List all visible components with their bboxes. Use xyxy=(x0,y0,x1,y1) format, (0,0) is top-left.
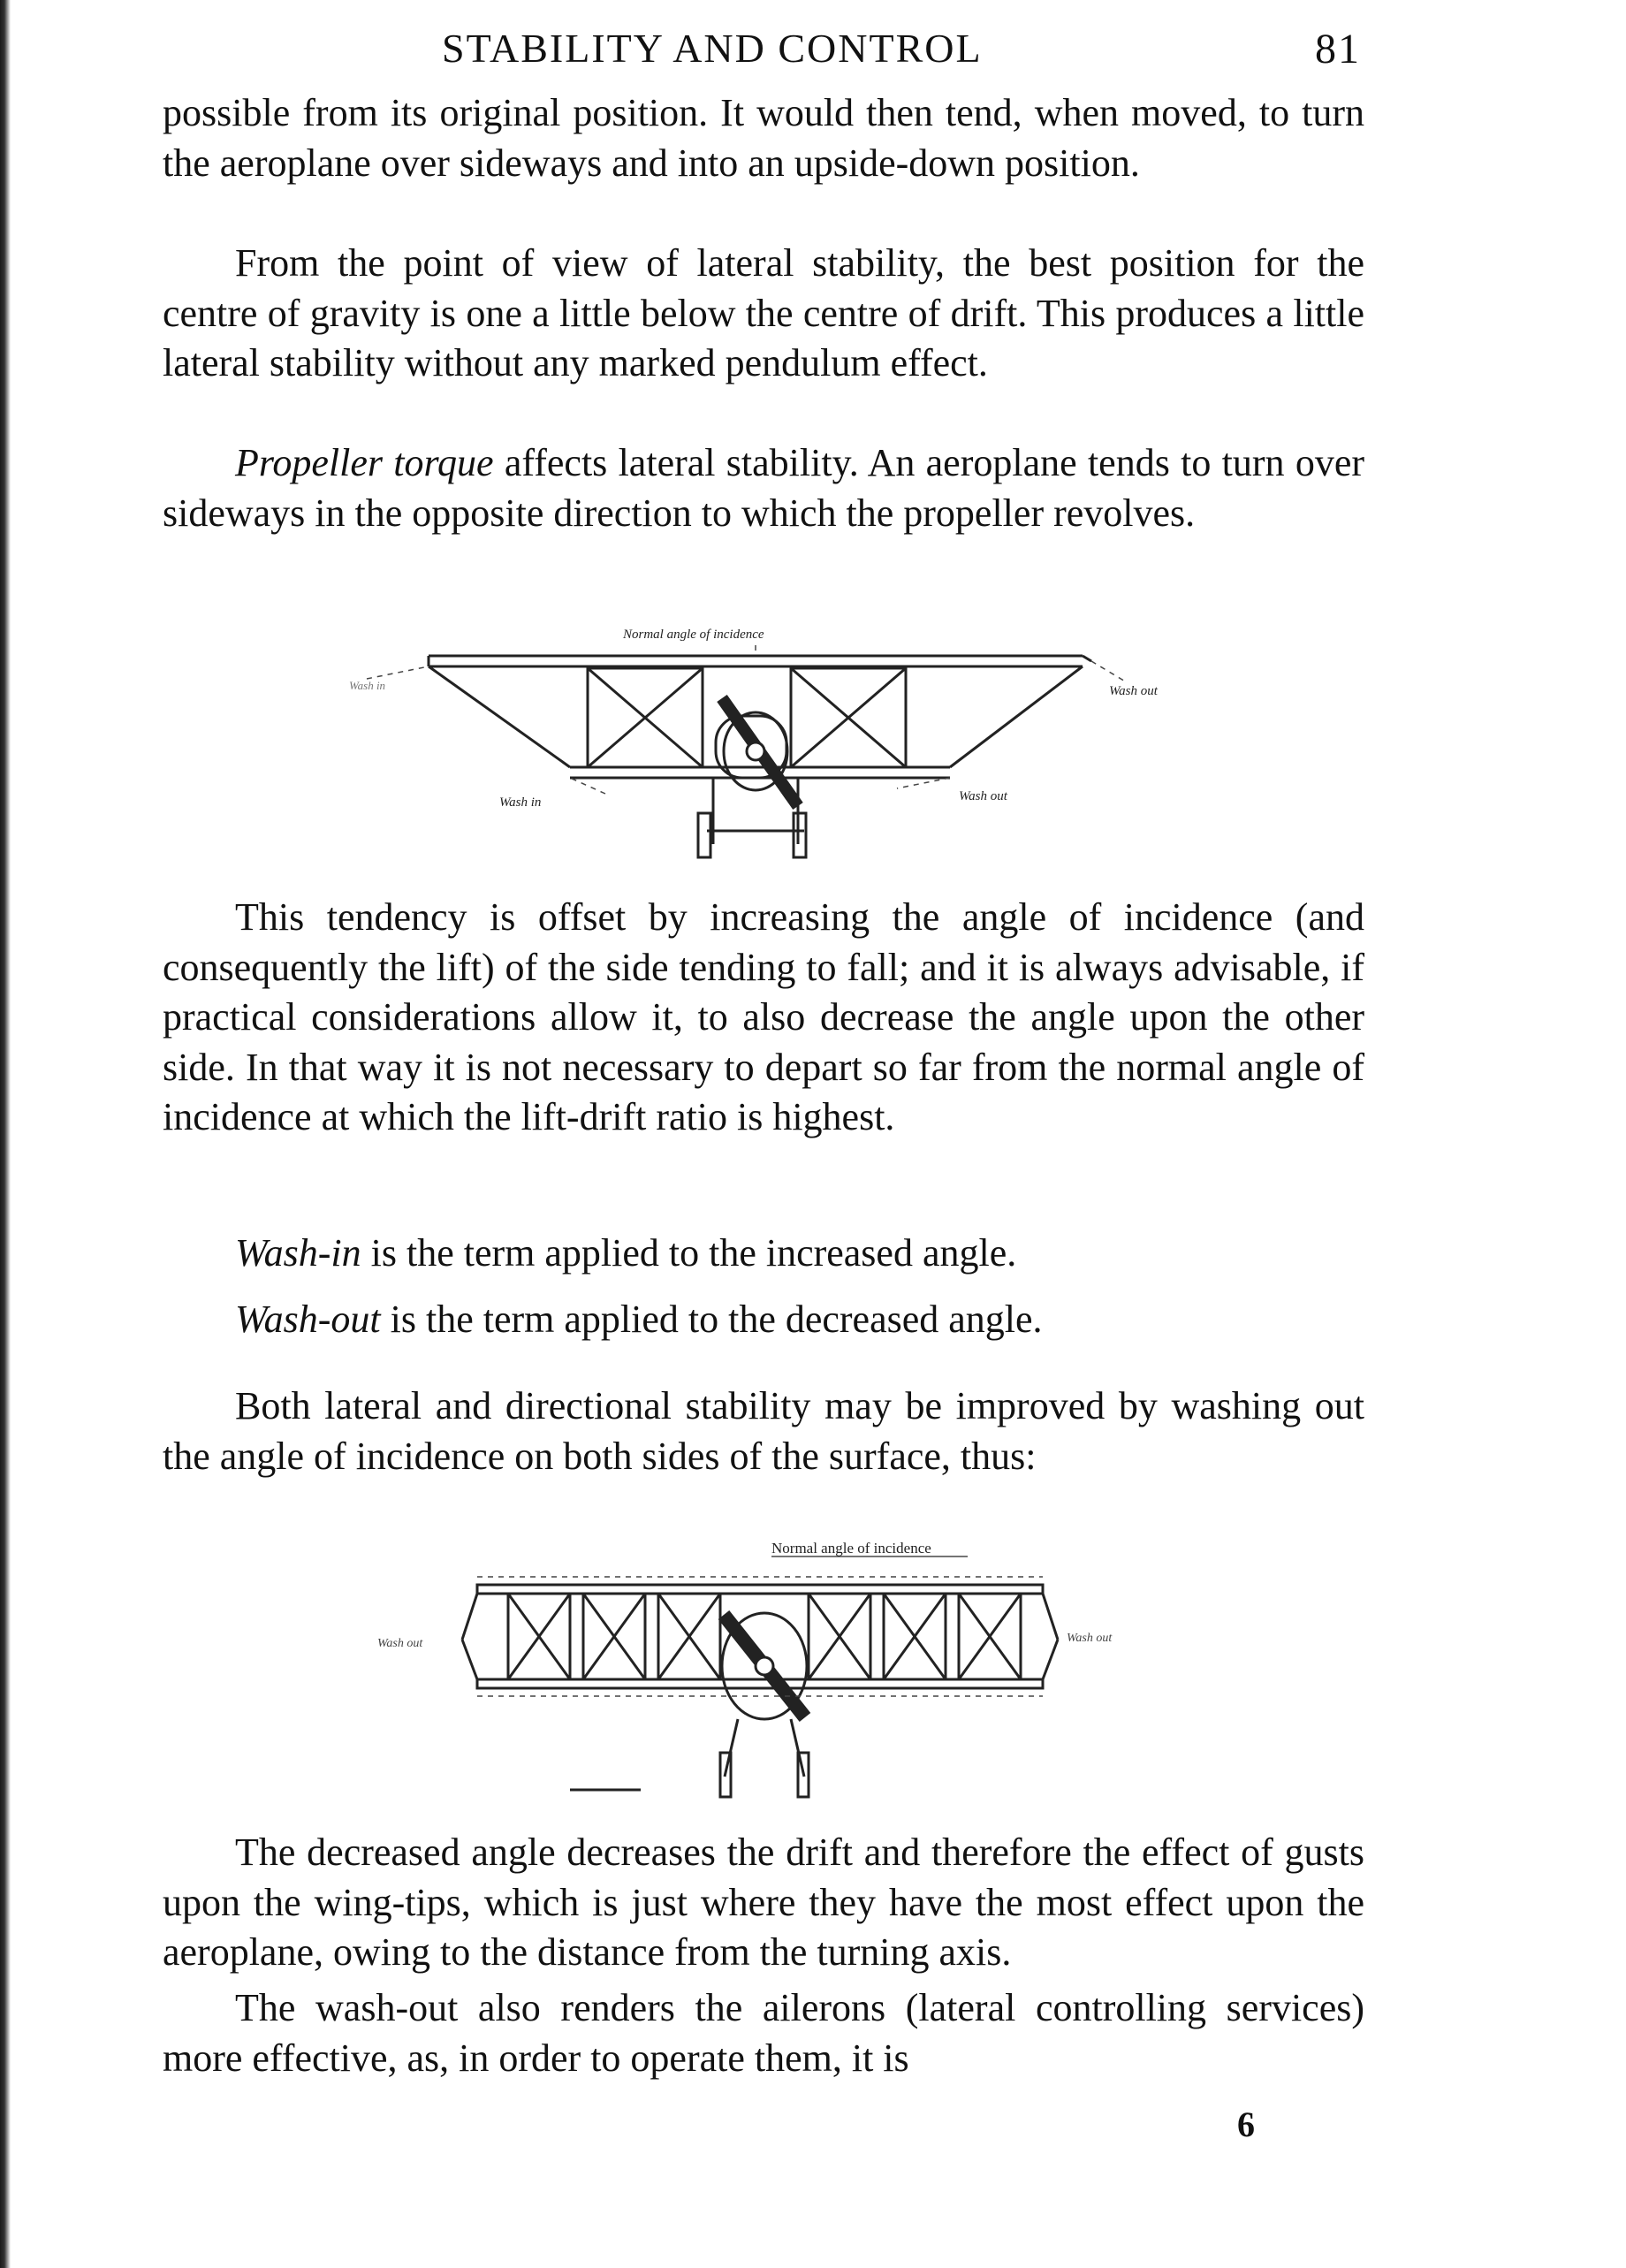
paragraph-centre-of-gravity: From the point of view of lateral stabil… xyxy=(163,241,1364,384)
paragraph-decreased-angle: The decreased angle decreases the drift … xyxy=(163,1830,1364,1974)
figure2-label-left-wash-out: Wash out xyxy=(377,1637,423,1650)
figure2-label-normal-angle: Normal angle of incidence xyxy=(771,1540,931,1556)
paragraph-both-stability: Both lateral and directional stability m… xyxy=(163,1384,1364,1478)
definition-wash-out-text: is the term applied to the decreased ang… xyxy=(380,1298,1043,1341)
running-head: STABILITY AND CONTROL 81 xyxy=(442,25,1361,87)
paragraph-continued: possible from its original position. It … xyxy=(163,91,1364,185)
definition-wash-in-text: is the term applied to the increased ang… xyxy=(361,1231,1017,1275)
figure1-label-wash-out: Wash out xyxy=(959,789,1008,803)
figure2-label-right-wash-out: Wash out xyxy=(1067,1632,1113,1645)
figure1-label-tip-right: Wash out xyxy=(1109,684,1159,698)
paragraph-propeller-torque-text: affects lateral stability. An aeroplane … xyxy=(163,441,1364,535)
definition-wash-in: Wash-in is the term applied to the incre… xyxy=(235,1229,1366,1278)
paragraph-ailerons: The wash-out also renders the ailerons (… xyxy=(163,1986,1364,2080)
figure-wash-out-both-sides: Normal angle of incidence Wash out Wash … xyxy=(377,1540,1113,1799)
book-binding-edge xyxy=(0,0,11,2268)
figure-wash-in-wash-out-biplane: Normal angle of incidence Wash in Wash o… xyxy=(349,628,1159,859)
figure1-label-normal-angle: Normal angle of incidence xyxy=(622,628,764,642)
signature-mark: 6 xyxy=(1237,2104,1255,2144)
term-propeller-torque: Propeller torque xyxy=(235,441,494,484)
term-wash-out: Wash-out xyxy=(235,1298,381,1341)
running-title: STABILITY AND CONTROL xyxy=(442,26,983,71)
term-wash-in: Wash-in xyxy=(235,1231,361,1275)
page-number: 81 xyxy=(1315,26,1361,72)
definition-wash-out: Wash-out is the term applied to the decr… xyxy=(235,1295,1366,1344)
paragraph-angle-of-incidence: This tendency is offset by increasing th… xyxy=(163,895,1364,1138)
paragraph-propeller-torque: Propeller torque affects lateral stabili… xyxy=(163,438,1364,538)
figure1-label-wash-in: Wash in xyxy=(499,795,541,810)
figure1-label-tip-left: Wash in xyxy=(349,679,385,692)
